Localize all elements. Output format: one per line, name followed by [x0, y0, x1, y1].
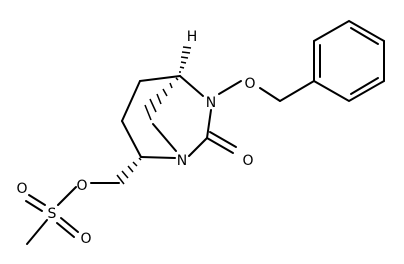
benzene-ring — [313, 19, 385, 103]
s-o-bottom-double-bond-2 — [56, 222, 75, 238]
benzene-double-bond-2 — [350, 77, 379, 95]
bridge-ch2-to-n-lower-bond — [152, 123, 177, 152]
carbonyl-c-to-n-upper-bond — [206, 109, 212, 139]
bridgehead-h-hashed-wedge — [179, 46, 192, 73]
c2-side-chain-hashed-wedge — [116, 157, 142, 185]
sulfonyl-oxygen-top-label: O — [16, 181, 27, 197]
ether-oxygen-label: O — [244, 76, 255, 92]
carbonyl-oxygen-label: O — [242, 153, 253, 169]
sulfonyl-oxygen-bottom-label: O — [80, 231, 91, 247]
atom-labels: H O N O N O S O O — [16, 29, 255, 247]
lower-nitrogen-label: N — [177, 153, 187, 169]
s-o-bottom-double-bond-1 — [60, 217, 79, 233]
o-ester-to-s-bond — [57, 186, 77, 206]
upper-nitrogen-label: N — [206, 95, 216, 111]
o-to-n-bond — [218, 80, 242, 95]
skeleton-bonds — [121, 19, 385, 159]
n-lower-to-carbonyl-c-bond — [188, 137, 208, 157]
s-to-methyl-bond — [26, 219, 48, 245]
benzene-double-bond-1 — [350, 27, 379, 45]
ester-oxygen-label: O — [76, 178, 87, 194]
n-upper-to-bridgehead-bond — [179, 75, 204, 97]
carbonyl-double-bond-2 — [209, 131, 237, 148]
hydrogen-label: H — [187, 29, 198, 45]
carbonyl-double-bond-1 — [206, 137, 234, 154]
ring-ch2-ch2-bond — [121, 80, 141, 122]
s-o-top-double-bond-2 — [25, 200, 43, 212]
benzyl-ch2-to-o-bond — [259, 87, 281, 102]
sulfur-label: S — [48, 206, 57, 222]
c2-to-n-lower-bond — [140, 156, 176, 159]
s-o-top-double-bond-1 — [28, 194, 46, 206]
ring-ch2-to-c2-bond — [121, 120, 142, 158]
stereo-bonds — [25, 46, 192, 245]
bridgehead-bridge-hashed-wedge — [144, 77, 179, 121]
benzyl-ring-to-ch2-bond — [279, 80, 315, 102]
bridgehead-to-ch2-bond — [139, 75, 181, 82]
